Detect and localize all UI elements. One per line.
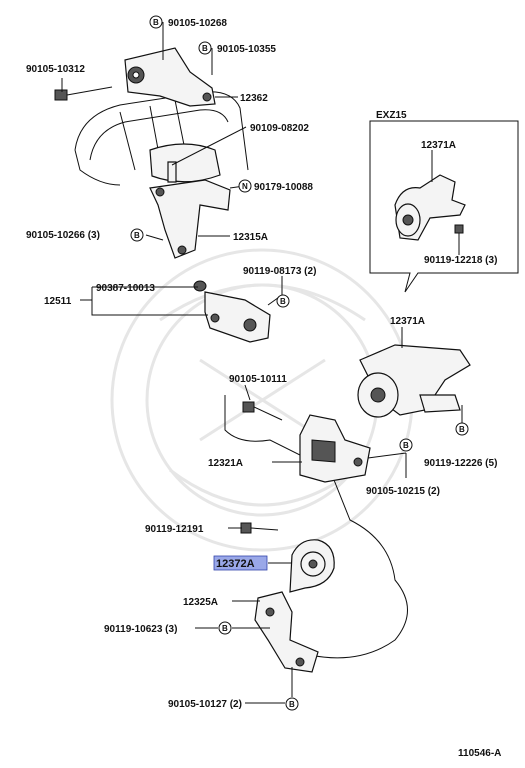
engine-block-outline xyxy=(74,91,249,186)
inset-title: EXZ15 xyxy=(376,110,407,121)
badge-n-icon xyxy=(238,179,252,193)
badge-n-text: N xyxy=(242,182,248,191)
badge-b-icon xyxy=(276,294,290,308)
label-90119-12226[interactable]: 90119-12226 (5) xyxy=(424,458,497,469)
bolt-90105-10111 xyxy=(242,401,283,421)
transmission-outline xyxy=(224,395,408,659)
badge-b-icon xyxy=(285,697,299,711)
badge-b-text: B xyxy=(202,44,208,53)
label-12371A-inset[interactable]: 12371A xyxy=(421,140,456,151)
part-12315A-bracket xyxy=(149,161,231,259)
part-12362-bracket xyxy=(124,47,216,107)
badge-b-text: B xyxy=(459,425,465,434)
label-90105-10127[interactable]: 90105-10127 (2) xyxy=(168,699,242,710)
part-12321A-mount xyxy=(299,414,371,483)
diagram-id: 110546-A xyxy=(458,748,501,759)
label-90179-10088[interactable]: 90179-10088 xyxy=(254,182,313,193)
label-90387-10013[interactable]: 90387-10013 xyxy=(96,283,155,294)
label-90119-10623[interactable]: 90119-10623 (3) xyxy=(104,624,177,635)
badge-b-text: B xyxy=(153,18,159,27)
inset-exz15 xyxy=(369,120,519,293)
label-90105-10268[interactable]: 90105-10268 xyxy=(168,18,227,29)
label-12362[interactable]: 12362 xyxy=(240,93,268,104)
badge-b-icon xyxy=(218,621,232,635)
label-90119-12218[interactable]: 90119-12218 (3) xyxy=(424,255,497,266)
bolt-90105-10312 xyxy=(54,86,113,101)
badge-b-text: B xyxy=(222,624,228,633)
badge-b-icon xyxy=(130,228,144,242)
label-90105-10215[interactable]: 90105-10215 (2) xyxy=(366,486,440,497)
badges: B B N B B B B B B xyxy=(130,15,469,711)
label-90105-10355[interactable]: 90105-10355 xyxy=(217,44,276,55)
highlight-12372A xyxy=(213,555,268,571)
badge-b-icon xyxy=(198,41,212,55)
badge-b-icon xyxy=(399,438,413,452)
leader-lines xyxy=(61,22,463,704)
badge-b-text: B xyxy=(289,700,295,709)
label-12511[interactable]: 12511 xyxy=(44,296,72,307)
label-12321A[interactable]: 12321A xyxy=(208,458,243,469)
label-12372A[interactable]: 12372A xyxy=(216,558,255,570)
label-90105-10111[interactable]: 90105-10111 xyxy=(229,374,287,385)
label-90105-10266[interactable]: 90105-10266 (3) xyxy=(26,230,100,241)
part-12372A-mount xyxy=(289,539,335,593)
label-12325A[interactable]: 12325A xyxy=(183,597,218,608)
label-90105-10312[interactable]: 90105-10312 xyxy=(26,64,85,75)
badge-b-icon xyxy=(455,422,469,436)
bolt-90119-12191 xyxy=(240,522,279,534)
label-12371A[interactable]: 12371A xyxy=(390,316,425,327)
label-90119-08173[interactable]: 90119-08173 (2) xyxy=(243,266,316,277)
label-90109-08202[interactable]: 90109-08202 xyxy=(250,123,309,134)
badge-b-text: B xyxy=(134,231,140,240)
label-90119-12191[interactable]: 90119-12191 xyxy=(145,524,204,535)
badge-b-text: B xyxy=(403,441,409,450)
badge-b-icon xyxy=(149,15,163,29)
badge-b-text: B xyxy=(280,297,286,306)
label-12315A[interactable]: 12315A xyxy=(233,232,268,243)
part-12325A-bracket xyxy=(254,591,319,673)
part-12371A-mount xyxy=(357,344,471,418)
